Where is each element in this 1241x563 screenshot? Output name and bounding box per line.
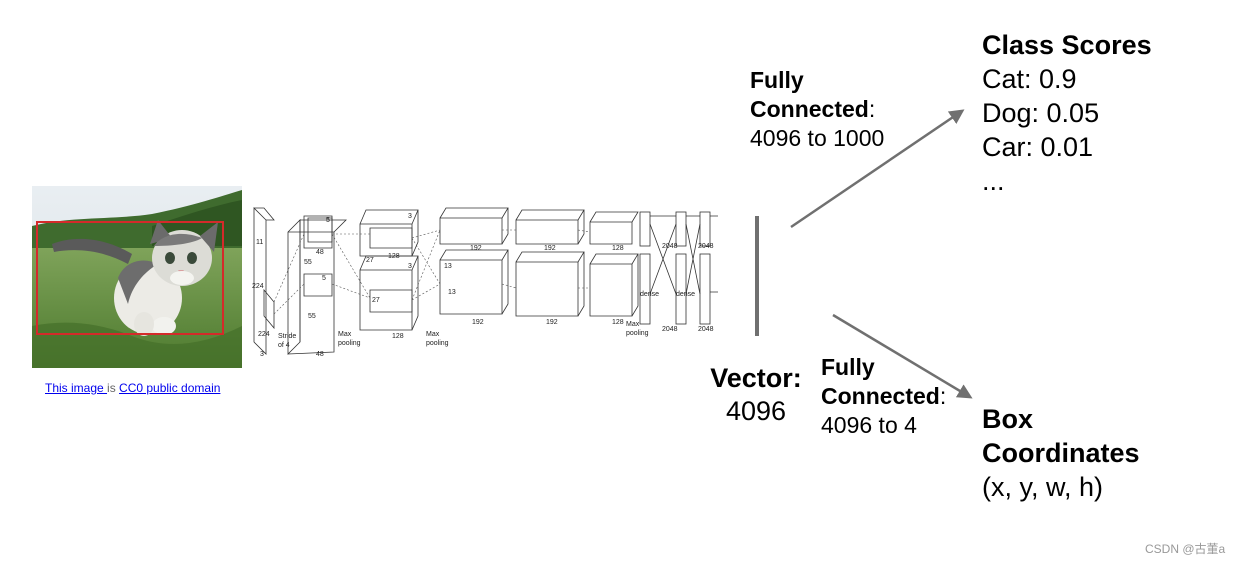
- label-2048a: 2048: [662, 243, 678, 250]
- image-link[interactable]: This image: [45, 381, 108, 395]
- label-48b: 48: [316, 351, 324, 358]
- dense3-bottom: [699, 253, 711, 325]
- vector-label: Vector: 4096: [709, 362, 803, 428]
- label-of4: of 4: [278, 342, 290, 349]
- score-dog: Dog: 0.05: [982, 98, 1100, 128]
- dense1-bottom: [639, 253, 651, 325]
- dense2-top: [675, 211, 687, 247]
- fc-bottom-desc: 4096 to 4: [821, 412, 917, 438]
- arrow-to-class-scores: [790, 109, 965, 229]
- dense2-bottom: [675, 253, 687, 325]
- fc-bottom-label: Fully Connected: 4096 to 4: [821, 353, 946, 440]
- cnn-architecture-diagram: 224 224 11 3 Stride of 4 55 55 48 48 5 5…: [252, 204, 722, 369]
- label-2048b: 2048: [662, 326, 678, 333]
- label-192d: 192: [546, 319, 558, 326]
- label-128c: 128: [612, 245, 624, 252]
- license-link[interactable]: CC0 public domain: [119, 381, 221, 395]
- label-224a: 224: [252, 283, 264, 290]
- fc-bottom-title2: Connected: [821, 383, 940, 409]
- label-192a: 192: [470, 245, 482, 252]
- label-128b: 128: [392, 333, 404, 340]
- box-desc: (x, y, w, h): [982, 472, 1104, 502]
- fc-top-title1: Fully: [750, 67, 804, 93]
- fc-top-title2: Connected: [750, 96, 869, 122]
- label-stride: Stride: [278, 333, 296, 340]
- label-128d: 128: [612, 319, 624, 326]
- fc-bottom-colon: :: [939, 383, 947, 409]
- label-maxpool2: Max: [426, 331, 440, 338]
- fc-top-label: Fully Connected: 4096 to 1000: [750, 66, 884, 153]
- label-55a: 55: [304, 259, 312, 266]
- label-224b: 224: [258, 331, 270, 338]
- bounding-box: [36, 221, 224, 335]
- input-block: [253, 207, 267, 355]
- box-title2: Coordinates: [982, 438, 1140, 468]
- label-maxpool1: Max: [338, 331, 352, 338]
- label-13b: 13: [448, 289, 456, 296]
- label-dense2: dense: [676, 291, 695, 298]
- label-3b: 3: [408, 263, 412, 270]
- conv1-kernel-bottom: [303, 273, 333, 297]
- label-3a: 3: [408, 213, 412, 220]
- label-13a: 13: [444, 263, 452, 270]
- vector-value: 4096: [725, 396, 787, 426]
- label-128a: 128: [388, 253, 400, 260]
- label-27a: 27: [366, 257, 374, 264]
- label-27b: 27: [372, 297, 380, 304]
- label-11a: 11: [256, 239, 263, 246]
- arrow-to-box-coordinates: [832, 313, 973, 399]
- label-5a: 5: [326, 217, 330, 224]
- score-car: Car: 0.01: [982, 132, 1094, 162]
- vector-title: Vector:: [710, 363, 802, 393]
- label-2048c: 2048: [698, 243, 714, 250]
- label-2048d: 2048: [698, 326, 714, 333]
- cat-photo: [32, 186, 242, 368]
- dense3-top: [699, 211, 711, 247]
- cnn-architecture-svg: 224 224 11 3 Stride of 4 55 55 48 48 5 5…: [252, 207, 718, 358]
- credit-is-text: is: [107, 381, 120, 395]
- label-48a: 48: [316, 249, 324, 256]
- dense1-top: [639, 211, 651, 247]
- box-coordinates: Box Coordinates (x, y, w, h): [982, 402, 1140, 504]
- score-ellipsis: ...: [982, 166, 1005, 196]
- label-pooling3: pooling: [626, 330, 649, 337]
- input-kernel: [263, 288, 275, 330]
- conv5-block-top: [589, 221, 633, 245]
- box-title1: Box: [982, 404, 1034, 434]
- fc-bottom-title1: Fully: [821, 354, 875, 380]
- conv1-kernel-top: [303, 215, 333, 249]
- label-pooling1: pooling: [338, 340, 361, 347]
- cat-image-drawing: [32, 186, 242, 368]
- label-192b: 192: [472, 319, 484, 326]
- label-5b: 5: [322, 275, 326, 282]
- class-scores-title: Class Scores: [982, 30, 1152, 60]
- image-credit: This image is CC0 public domain: [45, 381, 220, 395]
- label-maxpool3: Max: [626, 321, 640, 328]
- label-3: 3: [260, 351, 264, 358]
- label-dense1: dense: [640, 291, 659, 298]
- watermark: CSDN @古董a: [1145, 542, 1226, 556]
- score-cat: Cat: 0.9: [982, 64, 1077, 94]
- label-pooling2: pooling: [426, 340, 449, 347]
- label-192c: 192: [544, 245, 556, 252]
- class-scores: Class Scores Cat: 0.9 Dog: 0.05 Car: 0.0…: [982, 28, 1152, 198]
- fc-top-colon: :: [868, 96, 876, 122]
- fc-top-desc: 4096 to 1000: [750, 125, 885, 151]
- label-55b: 55: [308, 313, 316, 320]
